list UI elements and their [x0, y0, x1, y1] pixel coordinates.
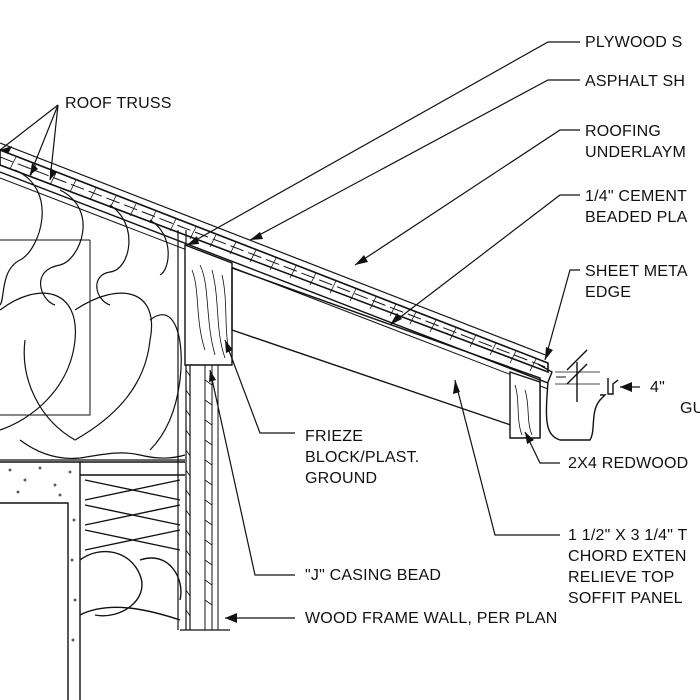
label-chord-extension-line4: SOFFIT PANEL [568, 590, 683, 607]
label-redwood-fascia: 2X4 REDWOOD [568, 455, 689, 472]
label-roof-truss: ROOF TRUSS [65, 95, 172, 112]
wall-section [0, 230, 230, 700]
label-asphalt-shingles: ASPHALT SH [585, 73, 686, 90]
label-wood-frame-wall: WOOD FRAME WALL, PER PLAN [305, 610, 558, 627]
gutter [545, 378, 619, 441]
sheet-metal-edge [537, 349, 600, 402]
redwood-fascia [509, 371, 541, 439]
label-cement-plaster-line2: BEADED PLA [585, 209, 688, 226]
label-sheet-metal-line2: EDGE [585, 284, 632, 301]
label-gutter-line2: GU [680, 400, 700, 417]
label-chord-extension-line2: CHORD EXTEN [568, 548, 687, 565]
label-chord-extension-line1: 1 1/2" X 3 1/4" T [568, 527, 688, 544]
label-roofing-underlayment-line2: UNDERLAYM [585, 144, 687, 161]
frieze-block [184, 243, 233, 366]
insulation-area [0, 169, 186, 461]
label-sheet-metal-line1: SHEET META [585, 263, 688, 280]
label-roofing-underlayment-line1: ROOFING [585, 123, 662, 140]
leader-lines [0, 41, 640, 619]
label-frieze-line2: BLOCK/PLAST. [305, 449, 420, 466]
label-frieze-line3: GROUND [305, 470, 378, 487]
label-frieze-line1: FRIEZE [305, 428, 364, 445]
leader-arrowheads [0, 146, 632, 623]
label-cement-plaster-line1: 1/4" CEMENT [585, 188, 688, 205]
label-chord-extension-line3: RELIEVE TOP [568, 569, 675, 586]
label-gutter-line1: 4" [650, 379, 665, 396]
label-plywood-sheathing: PLYWOOD S [585, 34, 683, 51]
label-j-casing-bead: "J" CASING BEAD [305, 567, 442, 584]
